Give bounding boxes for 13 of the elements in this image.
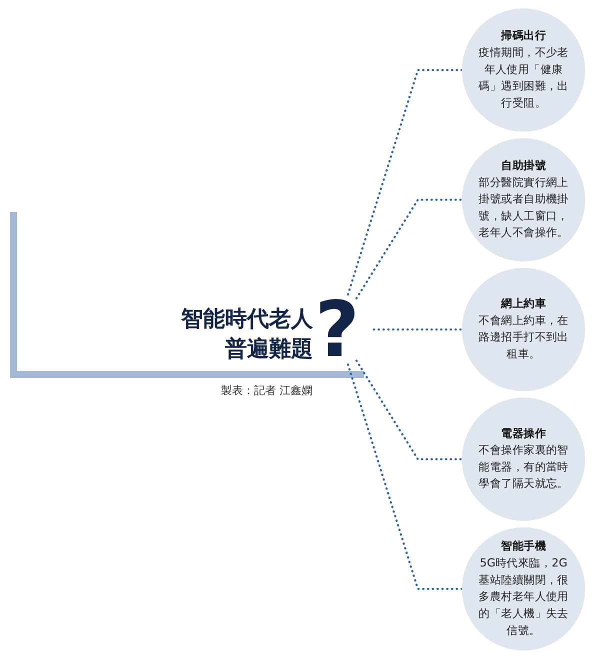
- connector: [373, 328, 464, 331]
- node-circle: 電器操作 不會操作家裏的智能電器，有的當時學會了隔天就忘。: [462, 398, 586, 521]
- connector: [347, 364, 464, 590]
- node-circle: 智能手機 5G時代來臨，2G基站陸續關閉，很多農村老年人使用的「老人機」失去信號。: [462, 527, 586, 651]
- connector: [356, 198, 464, 300]
- node-text: ?: [315, 284, 360, 374]
- node-circle: 自助掛號 部分醫院實行網上掛號或者自助機掛號，缺人工窗口，老年人不會操作。: [462, 138, 586, 262]
- title: 智能時代老人普遍難題: [180, 306, 314, 364]
- connector: [347, 69, 464, 296]
- connector: [356, 360, 464, 460]
- node-circle: 網上約車 不會網上約車，在路邊招手打不到出租車。: [462, 268, 586, 392]
- node-circle: 掃碼出行 疫情期間，不少老年人使用「健康碼」遇到困難，出行受阻。: [462, 8, 586, 132]
- credit-line: 製表：記者 江鑫嫻: [221, 383, 313, 398]
